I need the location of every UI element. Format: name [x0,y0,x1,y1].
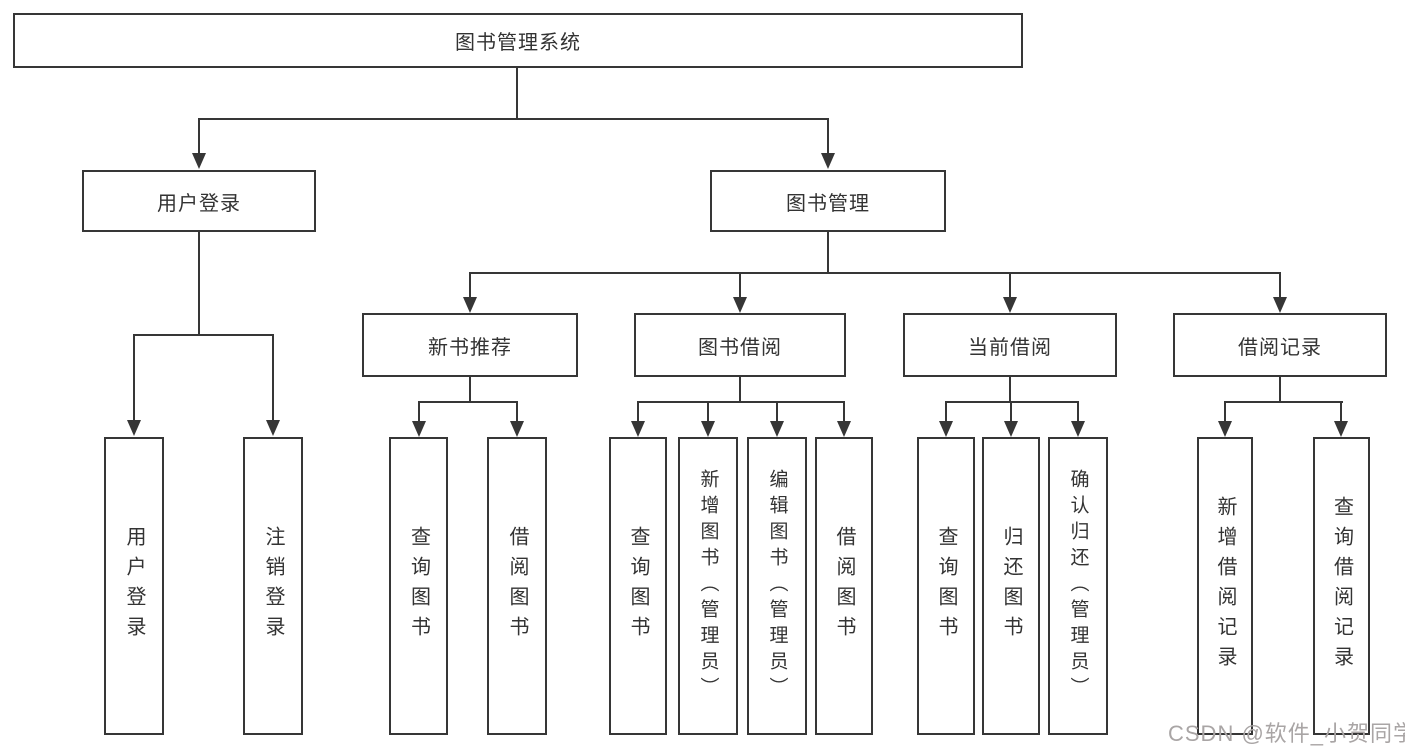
arrowhead [821,153,835,169]
connector-line-vertical [1279,272,1281,298]
node-borrow-records: 借阅记录 [1173,313,1387,377]
node-library-management-system: 图书管理系统 [13,13,1023,68]
arrowhead [1218,421,1232,437]
arrowhead [192,153,206,169]
connector-line-horizontal [133,334,274,336]
arrowhead [1004,421,1018,437]
connector-line-vertical [776,401,778,422]
leaf-query-borrow-record: 查询借阅记录 [1313,437,1370,735]
connector-line-horizontal [1224,401,1343,403]
connector-line-vertical [707,401,709,422]
leaf-user-login: 用户登录 [104,437,164,735]
connector-line-vertical [637,401,639,422]
connector-line-vertical [1340,401,1342,422]
csdn-watermark: CSDN @软件_小贺同学 [1168,721,1405,746]
arrowhead [1003,297,1017,313]
connector-line-vertical [516,401,518,422]
connector-line-vertical [469,377,471,402]
connector-line-horizontal [469,272,1281,274]
node-user-login: 用户登录 [82,170,316,232]
arrowhead [412,421,426,437]
leaf-logout: 注销登录 [243,437,303,735]
node-new-book-recommend: 新书推荐 [362,313,578,377]
leaf-confirm-return-admin: 确认归还（管理员） [1048,437,1108,735]
connector-line-vertical [739,377,741,402]
connector-line-vertical [1077,401,1079,422]
leaf-query-books-current: 查询图书 [917,437,975,735]
node-current-borrow: 当前借阅 [903,313,1117,377]
connector-line-vertical [1009,272,1011,298]
leaf-borrow-books: 借阅图书 [815,437,873,735]
arrowhead [266,420,280,436]
arrowhead [510,421,524,437]
leaf-borrow-books-recommend: 借阅图书 [487,437,547,735]
leaf-query-books-borrow: 查询图书 [609,437,667,735]
connector-line-vertical [827,118,829,154]
leaf-query-books-recommend: 查询图书 [389,437,448,735]
arrowhead [733,297,747,313]
arrowhead [1273,297,1287,313]
connector-line-vertical [843,401,845,422]
connector-line-vertical [945,401,947,422]
arrowhead [463,297,477,313]
arrowhead [701,421,715,437]
arrowhead [1071,421,1085,437]
leaf-return-books: 归还图书 [982,437,1040,735]
connector-line-horizontal [637,401,845,403]
connector-line-horizontal [198,118,829,120]
connector-line-vertical [418,401,420,422]
connector-line-vertical [1009,377,1011,402]
connector-line-vertical [1279,377,1281,402]
connector-line-vertical [133,334,135,421]
connector-line-vertical [1224,401,1226,422]
leaf-add-borrow-record: 新增借阅记录 [1197,437,1253,735]
node-book-management: 图书管理 [710,170,946,232]
connector-line-vertical [272,334,274,421]
connector-line-horizontal [418,401,518,403]
connector-line-vertical [198,232,200,335]
arrowhead [631,421,645,437]
connector-line-vertical [739,272,741,298]
connector-line-vertical [198,118,200,154]
leaf-edit-books-admin: 编辑图书（管理员） [747,437,807,735]
connector-line-horizontal [945,401,1079,403]
arrowhead [1334,421,1348,437]
arrowhead [127,420,141,436]
connector-line-vertical [469,272,471,298]
connector-line-vertical [516,68,518,119]
connector-line-vertical [1010,401,1012,422]
node-book-borrow: 图书借阅 [634,313,846,377]
arrowhead [939,421,953,437]
connector-line-vertical [827,232,829,274]
arrowhead [837,421,851,437]
leaf-add-books-admin: 新增图书（管理员） [678,437,738,735]
arrowhead [770,421,784,437]
